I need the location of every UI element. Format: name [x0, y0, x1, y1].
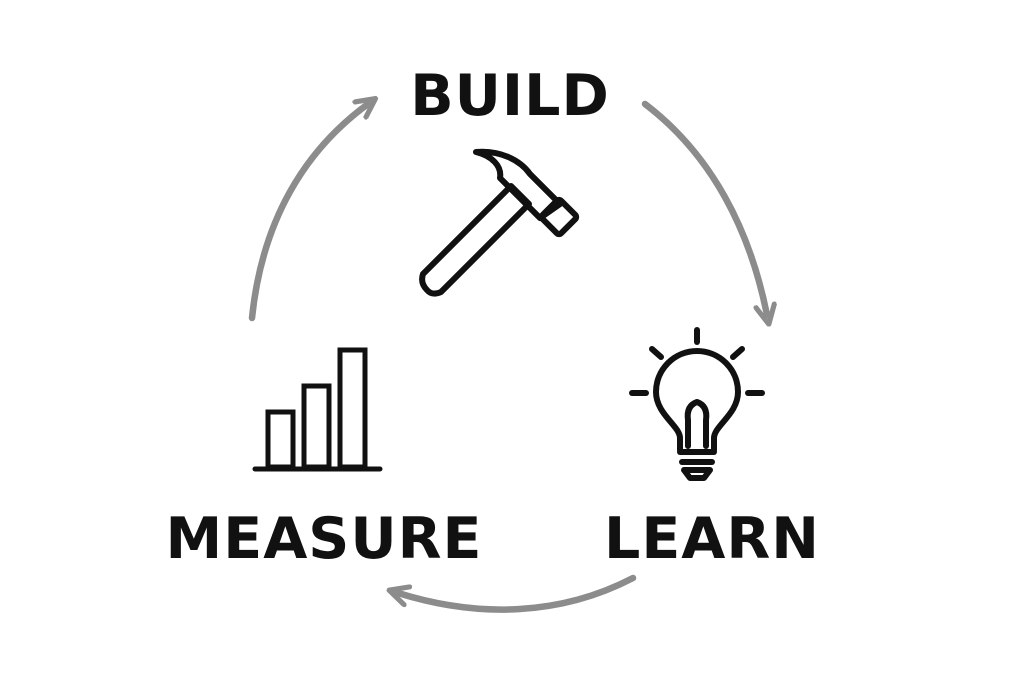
stage-learn: LEARN [604, 327, 820, 572]
bar-chart-icon [252, 347, 383, 472]
stage-label-build: BUILD [410, 63, 610, 129]
cycle-arrows [248, 100, 767, 613]
arrow-learn-to-measure [398, 574, 637, 613]
lightbulb-icon [629, 327, 765, 481]
bar-chart-icon-bar-1 [265, 409, 296, 470]
hammer-icon [419, 148, 580, 297]
stage-label-learn: LEARN [604, 506, 820, 572]
stage-build: BUILD [410, 63, 610, 297]
bar-chart-icon-bar-3 [337, 347, 368, 470]
arrow-build-to-learn [641, 100, 767, 315]
stage-measure: MEASURE [166, 347, 483, 572]
bar-chart-icon-bar-2 [301, 383, 332, 470]
stage-label-measure: MEASURE [166, 506, 483, 572]
arrow-measure-to-build [248, 104, 368, 322]
